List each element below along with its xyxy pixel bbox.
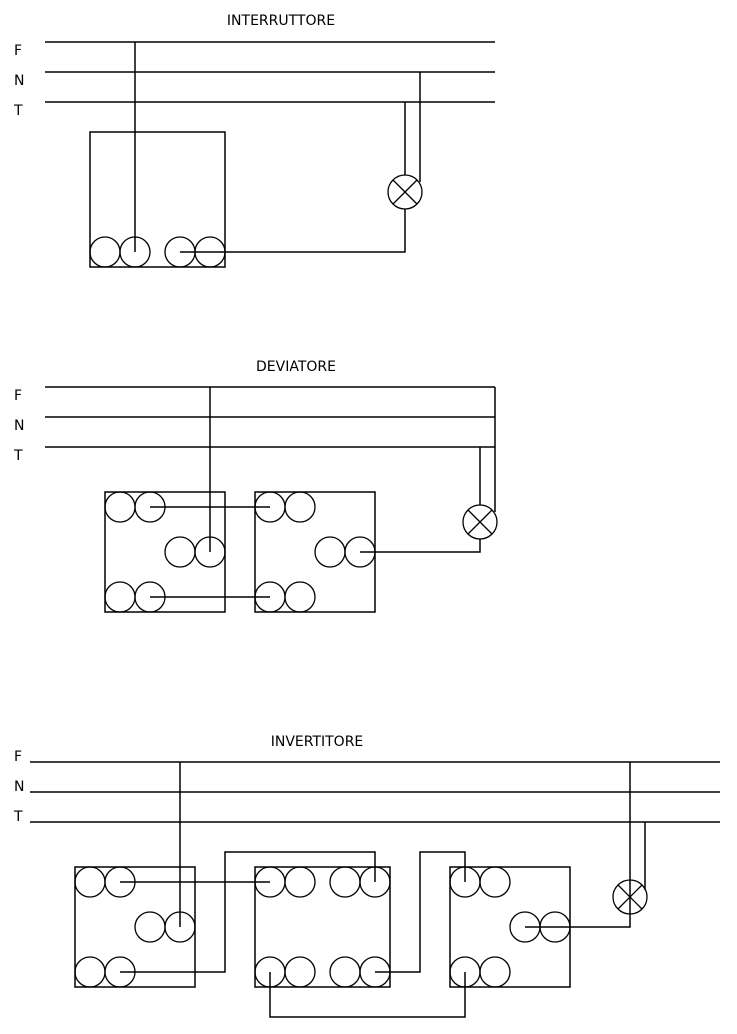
deviatore-diagram: DEVIATORE F N T [13,359,498,613]
line-label-t: T [13,103,23,119]
switch-box [254,866,391,988]
interruttore-diagram: INTERRUTTORE F N T [13,13,495,268]
terminals [74,866,571,988]
line-label-t: T [13,809,23,825]
wires [120,762,646,1018]
section-title: INVERTITORE [271,734,364,750]
section-title: DEVIATORE [256,359,336,375]
line-label-f: F [14,43,22,59]
bus-lines [45,41,495,103]
switch-box [89,131,226,268]
line-label-n: N [14,779,24,795]
terminals [104,491,376,613]
line-label-n: N [14,418,24,434]
line-label-f: F [14,388,22,404]
invertitore-diagram: INVERTITORE F N T [13,734,720,1018]
wires [134,42,421,253]
section-title: INTERRUTTORE [227,13,335,29]
line-label-t: T [13,448,23,464]
line-label-n: N [14,73,24,89]
lamp-icon [612,879,648,915]
bus-lines [30,761,720,823]
bus-lines [45,386,495,448]
lamp-icon [387,174,423,210]
lamp-icon [462,504,498,540]
wires [150,387,496,598]
line-label-f: F [14,749,22,765]
